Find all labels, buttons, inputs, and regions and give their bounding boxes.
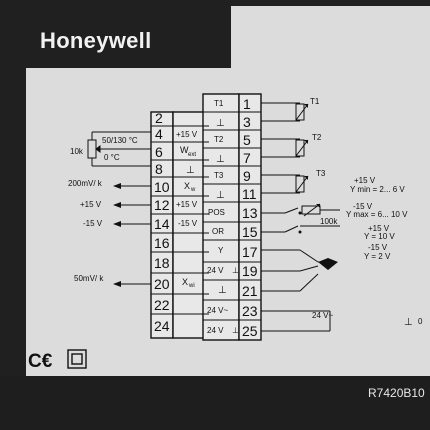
terminal-13: 13 bbox=[242, 205, 258, 221]
terminal-2: 2 bbox=[155, 110, 163, 126]
ground-symbol-25: ⊥ bbox=[232, 326, 239, 335]
model-number: R7420B10 bbox=[368, 386, 425, 400]
label-xw-main: X bbox=[184, 181, 190, 191]
terminal-22: 22 bbox=[154, 297, 170, 313]
ground-symbol-7: ⊥ bbox=[216, 154, 225, 165]
terminal-23: 23 bbox=[242, 303, 258, 319]
terminal-11: 11 bbox=[242, 186, 257, 202]
ground-symbol-11: ⊥ bbox=[216, 190, 225, 201]
terminal-12: 12 bbox=[154, 197, 170, 213]
terminal-3: 3 bbox=[243, 114, 251, 130]
label-right-plus15b: +15 V bbox=[368, 224, 390, 233]
label-left-minus15: -15 V bbox=[83, 219, 103, 228]
label-wext-sub: ext bbox=[188, 152, 196, 158]
label-right-minus15b: -15 V bbox=[368, 243, 388, 252]
terminal-1: 1 bbox=[243, 96, 251, 112]
label-sensor-t3: T3 bbox=[316, 169, 326, 178]
terminal-24: 24 bbox=[154, 318, 170, 334]
right-terminal-strip bbox=[238, 93, 262, 341]
terminal-4: 4 bbox=[155, 126, 163, 142]
ground-symbol-21: ⊥ bbox=[218, 285, 227, 296]
terminal-6: 6 bbox=[155, 144, 163, 160]
terminal-8: 8 bbox=[155, 161, 163, 177]
label-minus15-14: -15 V bbox=[178, 219, 198, 228]
terminal-14: 14 bbox=[154, 216, 170, 232]
terminal-16: 16 bbox=[154, 235, 170, 251]
double-insulation-icon bbox=[67, 349, 87, 369]
label-xw-sub: w bbox=[190, 187, 196, 193]
ground-symbol-right: ⊥ bbox=[404, 317, 413, 328]
label-24v-25: 24 V bbox=[207, 326, 224, 335]
terminal-5: 5 bbox=[243, 132, 251, 148]
right-inner-strip bbox=[202, 93, 240, 341]
label-zero-c: 0 °C bbox=[104, 153, 120, 162]
label-ymax: Y max = 6... 10 V bbox=[346, 210, 408, 219]
ground-symbol-19: ⊥ bbox=[232, 266, 239, 275]
label-y10: Y = 10 V bbox=[364, 232, 395, 241]
label-24v-23: 24 V~ bbox=[207, 306, 228, 315]
terminal-10: 10 bbox=[154, 179, 170, 195]
label-t2: T2 bbox=[214, 135, 224, 144]
label-y2: Y = 2 V bbox=[364, 252, 391, 261]
label-200mv: 200mV/ k bbox=[68, 179, 103, 188]
label-50mv: 50mV/ k bbox=[74, 274, 104, 283]
terminal-18: 18 bbox=[154, 255, 170, 271]
svg-text:C€: C€ bbox=[28, 351, 53, 372]
terminal-7: 7 bbox=[243, 150, 251, 166]
label-left-plus15: +15 V bbox=[80, 200, 102, 209]
label-upper-section bbox=[231, 6, 430, 69]
terminal-25: 25 bbox=[242, 323, 258, 339]
label-24v-ac: 24 V~ bbox=[312, 311, 333, 320]
label-100k: 100k bbox=[320, 217, 338, 226]
label-or: OR bbox=[212, 227, 224, 236]
label-xwi-main: X bbox=[182, 277, 188, 287]
label-pot-10k: 10k bbox=[70, 147, 84, 156]
terminal-19: 19 bbox=[242, 263, 258, 279]
terminal-15: 15 bbox=[242, 224, 258, 240]
label-right-plus15a: +15 V bbox=[354, 176, 376, 185]
label-plus15-12: +15 V bbox=[176, 200, 198, 209]
label-plus15-4: +15 V bbox=[176, 130, 198, 139]
label-zero-right: 0 bbox=[418, 317, 423, 326]
terminal-21: 21 bbox=[242, 283, 258, 299]
label-sensor-t1: T1 bbox=[310, 97, 320, 106]
label-sensor-t2: T2 bbox=[312, 133, 322, 142]
brand-logo: Honeywell bbox=[40, 28, 152, 53]
device-bottom-bar bbox=[0, 376, 430, 430]
label-ymin: Y min = 2... 6 V bbox=[350, 185, 405, 194]
terminal-9: 9 bbox=[243, 168, 251, 184]
terminal-17: 17 bbox=[242, 244, 258, 260]
ground-symbol-8: ⊥ bbox=[186, 165, 195, 176]
label-range: 50/130 °C bbox=[102, 136, 138, 145]
ground-symbol-3: ⊥ bbox=[216, 118, 225, 129]
label-t1: T1 bbox=[214, 99, 224, 108]
label-right-minus15a: -15 V bbox=[353, 202, 373, 211]
terminal-20: 20 bbox=[154, 276, 170, 292]
label-y: Y bbox=[218, 246, 224, 255]
label-t3: T3 bbox=[214, 171, 224, 180]
label-xwi-sub: wi bbox=[188, 283, 195, 289]
ce-mark: C€ bbox=[28, 351, 53, 372]
label-wext-main: W bbox=[180, 145, 189, 155]
label-pos: POS bbox=[208, 208, 225, 217]
label-24v-19: 24 V bbox=[207, 266, 224, 275]
